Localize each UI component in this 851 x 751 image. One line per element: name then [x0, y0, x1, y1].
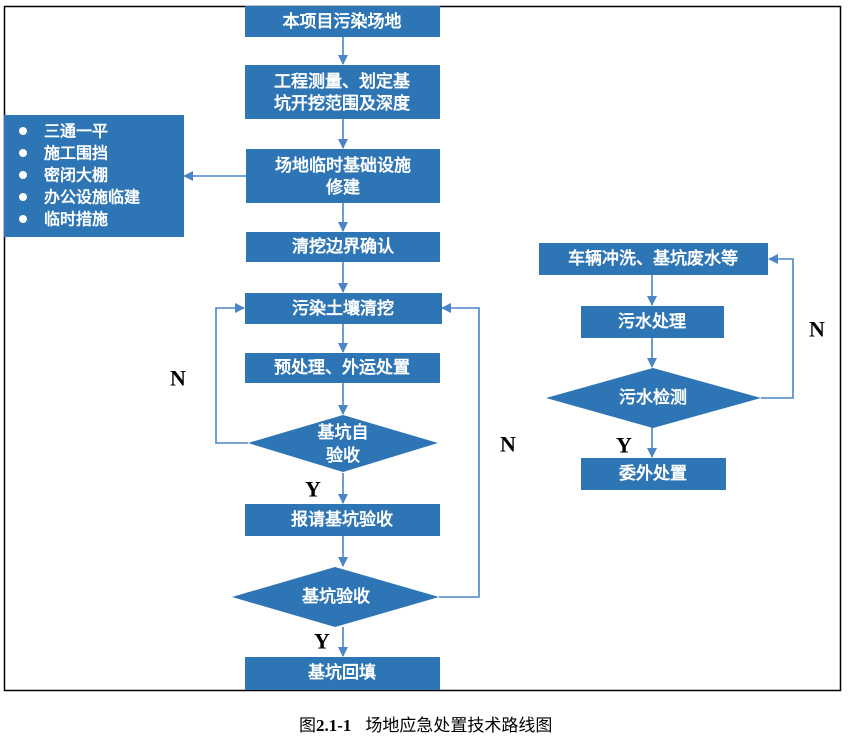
label-backfill: 基坑回填	[307, 662, 376, 683]
label-wastewater-test: 污水检测	[619, 387, 687, 408]
side-item: 密闭大棚	[43, 166, 108, 185]
label-no-wastewater: N	[809, 317, 825, 342]
label-no-self-check: N	[170, 366, 186, 391]
connectors	[183, 37, 794, 657]
node-wastewater-treatment	[581, 306, 724, 338]
node-survey	[245, 65, 440, 119]
label-wastewater-source: 车辆冲洗、基坑废水等	[568, 248, 738, 269]
node-soil-excavation	[245, 293, 442, 324]
loop-d2-n5	[439, 303, 480, 598]
node-pretreatment	[245, 353, 440, 383]
label-pretreatment: 预处理、外运处置	[274, 357, 410, 378]
side-item: 临时措施	[44, 210, 108, 229]
label-self-check-l1: 基坑自	[317, 422, 369, 443]
side-item: 三通一平	[44, 122, 108, 141]
label-temp-facilities-l1: 场地临时基础设施	[275, 155, 411, 176]
label-survey-l1: 工程测量、划定基	[274, 71, 411, 92]
bullet-icon	[19, 193, 27, 201]
side-list: 三通一平 施工围挡 密闭大棚 办公设施临建 临时措施	[19, 122, 140, 229]
label-project-site: 本项目污染场地	[283, 11, 402, 32]
bullet-icon	[19, 149, 27, 157]
label-self-check-l2: 验收	[326, 445, 360, 466]
caption-number: 2.1-1	[316, 716, 351, 735]
node-project-site	[245, 6, 440, 37]
node-boundary-confirm	[246, 232, 440, 262]
bullet-icon	[19, 127, 27, 135]
label-acceptance: 基坑验收	[301, 586, 370, 607]
label-temp-facilities-l2: 修建	[325, 177, 360, 198]
label-soil-excavation: 污染土壤清挖	[292, 298, 394, 319]
bullet-icon	[19, 171, 27, 179]
label-no-acceptance: N	[500, 432, 516, 457]
node-outsource	[581, 458, 726, 490]
loop-wd-w1	[761, 254, 794, 399]
figure-caption: 图2.1-1 场地应急处置技术路线图	[299, 716, 552, 735]
label-survey-l2: 坑开挖范围及深度	[274, 93, 411, 114]
label-yes-self-check: Y	[305, 477, 321, 502]
label-yes-wastewater: Y	[616, 433, 632, 458]
label-wastewater-treatment: 污水处理	[618, 311, 686, 332]
bullet-icon	[19, 215, 27, 223]
decision-self-check	[248, 415, 438, 472]
label-report-acceptance: 报请基坑验收	[291, 509, 393, 530]
side-item: 办公设施临建	[44, 188, 140, 207]
side-list-box	[4, 115, 184, 237]
caption-prefix: 图	[299, 716, 316, 735]
node-temp-facilities	[246, 149, 440, 203]
node-report-acceptance	[245, 504, 440, 536]
label-yes-acceptance: Y	[314, 629, 330, 654]
node-wastewater-source	[539, 243, 768, 275]
decision-acceptance	[232, 567, 439, 627]
decision-wastewater-test	[546, 368, 761, 428]
caption-title: 场地应急处置技术路线图	[365, 716, 552, 735]
label-outsource: 委外处置	[618, 463, 687, 484]
loop-d1-n5	[215, 303, 248, 444]
node-backfill	[245, 657, 440, 690]
side-item: 施工围挡	[44, 144, 108, 163]
label-boundary-confirm: 清挖边界确认	[292, 236, 395, 257]
